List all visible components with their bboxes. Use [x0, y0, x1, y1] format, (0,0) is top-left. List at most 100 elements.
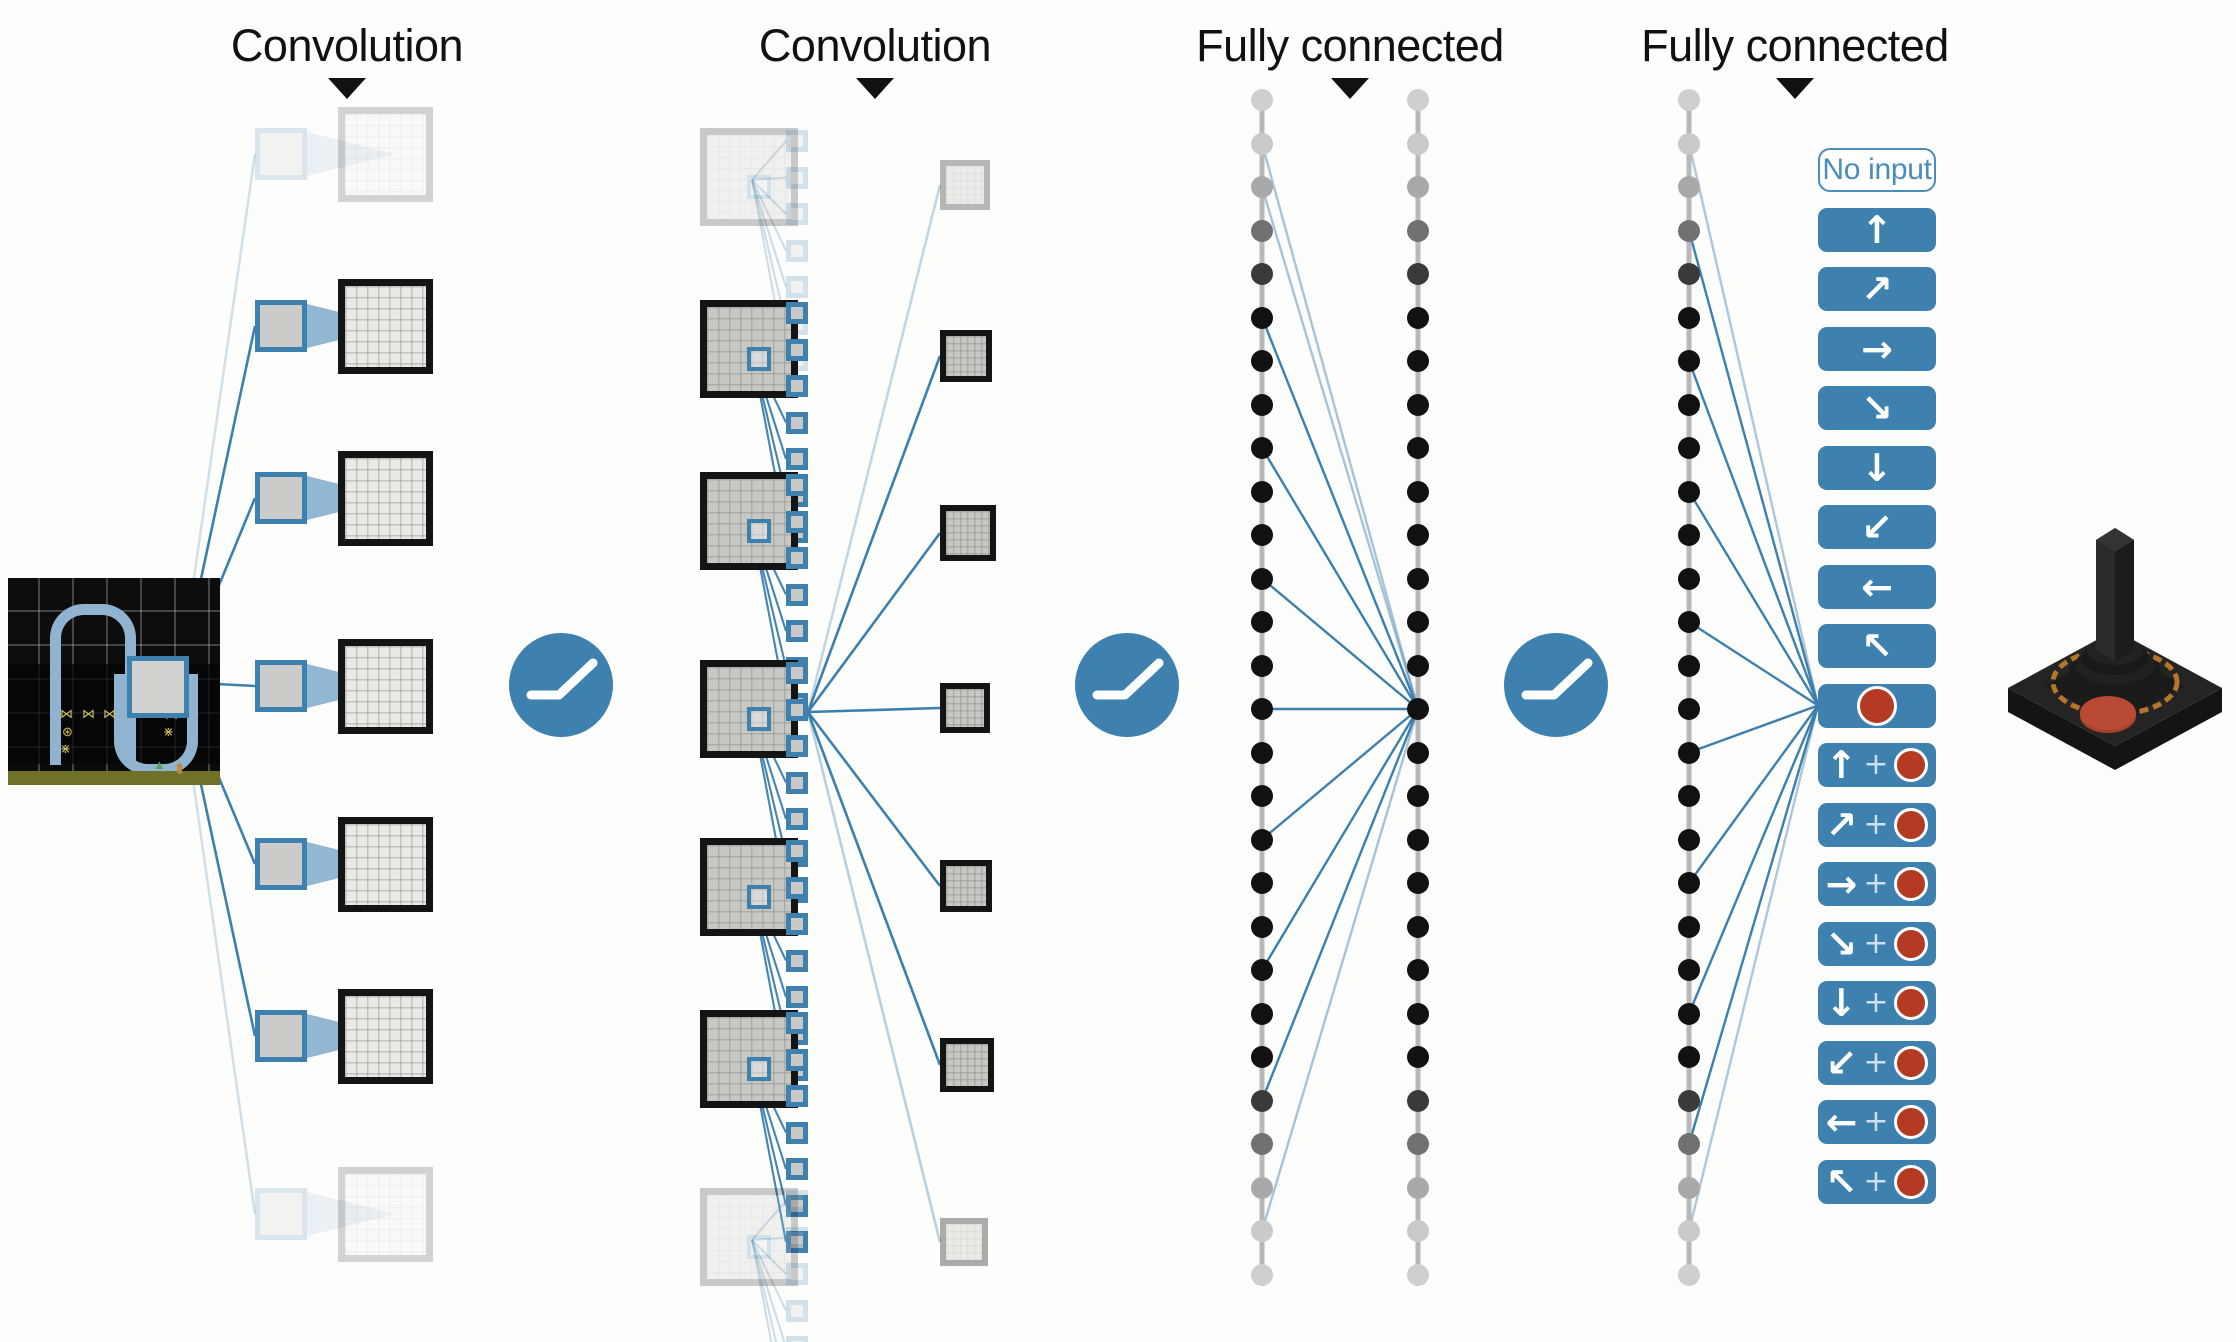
fc-neuron[interactable] — [1251, 959, 1273, 981]
fc-neuron[interactable] — [1678, 1089, 1700, 1112]
fc-neuron[interactable] — [1678, 611, 1700, 633]
fc-neuron[interactable] — [1407, 176, 1429, 198]
fc-neuron[interactable] — [1251, 89, 1273, 111]
action-up-left[interactable]: ↖ — [1818, 624, 1936, 668]
fc-neuron[interactable] — [1407, 567, 1429, 590]
fc-neuron[interactable] — [1407, 1263, 1429, 1286]
fc-neuron[interactable] — [1407, 219, 1429, 242]
fc-neuron[interactable] — [1678, 741, 1700, 764]
fc-neuron[interactable] — [1407, 306, 1429, 329]
action-down-right[interactable]: ↘ — [1818, 386, 1936, 430]
fc-neuron[interactable] — [1407, 1089, 1429, 1112]
fc-neuron[interactable] — [1251, 263, 1273, 285]
fc-neuron[interactable] — [1407, 915, 1429, 938]
fc-neuron[interactable] — [1251, 654, 1273, 677]
fc-neuron[interactable] — [1678, 959, 1700, 981]
fc-neuron[interactable] — [1407, 872, 1429, 894]
action-fire[interactable] — [1818, 683, 1936, 728]
fc-neuron[interactable] — [1678, 176, 1700, 198]
fc-neuron[interactable] — [1678, 828, 1700, 851]
fc-neuron[interactable] — [1251, 785, 1273, 807]
fc-neuron[interactable] — [1407, 89, 1429, 111]
action-right-fire[interactable]: →+ — [1818, 862, 1936, 906]
fc-neuron[interactable] — [1678, 1002, 1700, 1025]
fc-neuron[interactable] — [1251, 1133, 1273, 1155]
fc-neuron[interactable] — [1251, 872, 1273, 894]
fc-neuron[interactable] — [1251, 393, 1273, 416]
action-down-left[interactable]: ↙ — [1818, 505, 1936, 549]
fc-neuron[interactable] — [1678, 89, 1700, 111]
fc-neuron[interactable] — [1678, 1263, 1700, 1286]
fc-neuron[interactable] — [1251, 828, 1273, 851]
fc-neuron[interactable] — [1251, 524, 1273, 546]
fc-neuron[interactable] — [1678, 132, 1700, 155]
fc-neuron[interactable] — [1251, 915, 1273, 938]
fc-neuron[interactable] — [1678, 915, 1700, 938]
fc-neuron[interactable] — [1251, 132, 1273, 155]
action-up[interactable]: ↑ — [1818, 207, 1936, 252]
fc-neuron[interactable] — [1407, 524, 1429, 546]
fc-neuron[interactable] — [1678, 480, 1700, 503]
fc-neuron[interactable] — [1251, 176, 1273, 198]
fc-neuron[interactable] — [1678, 1176, 1700, 1199]
fc-neuron[interactable] — [1407, 959, 1429, 981]
fc-neuron[interactable] — [1407, 1002, 1429, 1025]
action-left-fire[interactable]: ←+ — [1818, 1100, 1936, 1144]
fc-neuron[interactable] — [1678, 654, 1700, 677]
fc-neuron[interactable] — [1678, 567, 1700, 590]
fc-neuron[interactable] — [1678, 872, 1700, 894]
fc-neuron[interactable] — [1407, 350, 1429, 372]
fc-neuron[interactable] — [1251, 480, 1273, 503]
fc-neuron[interactable] — [1678, 524, 1700, 546]
action-up-fire[interactable]: ↑+ — [1818, 743, 1936, 787]
fc-neuron[interactable] — [1407, 828, 1429, 851]
fc-neuron[interactable] — [1407, 1220, 1429, 1242]
action-down[interactable]: ↓ — [1818, 445, 1936, 490]
fc-neuron[interactable] — [1678, 437, 1700, 459]
fc-neuron[interactable] — [1407, 1133, 1429, 1155]
fc-neuron[interactable] — [1407, 1176, 1429, 1199]
action-up-left-fire[interactable]: ↖+ — [1818, 1159, 1936, 1204]
fc-neuron[interactable] — [1251, 611, 1273, 633]
fc-neuron[interactable] — [1251, 1002, 1273, 1025]
fc-neuron[interactable] — [1251, 350, 1273, 372]
action-up-right[interactable]: ↗ — [1818, 267, 1936, 311]
fc-neuron[interactable] — [1251, 1089, 1273, 1112]
action-no-input[interactable]: No input — [1818, 148, 1936, 192]
fc-neuron[interactable] — [1678, 393, 1700, 416]
fc-neuron[interactable] — [1407, 1046, 1429, 1068]
fc-neuron[interactable] — [1678, 350, 1700, 372]
fc-neuron[interactable] — [1407, 654, 1429, 677]
fc-neuron[interactable] — [1407, 785, 1429, 807]
action-right[interactable]: → — [1818, 326, 1936, 371]
fc-neuron[interactable] — [1407, 698, 1429, 720]
action-down-left-fire[interactable]: ↙+ — [1818, 1040, 1936, 1085]
action-up-right-fire[interactable]: ↗+ — [1818, 802, 1936, 847]
fc-neuron[interactable] — [1251, 437, 1273, 459]
fc-neuron[interactable] — [1678, 1046, 1700, 1068]
fc-neuron[interactable] — [1251, 1046, 1273, 1068]
fc-neuron[interactable] — [1678, 1220, 1700, 1242]
fc-neuron[interactable] — [1251, 219, 1273, 242]
fc-neuron[interactable] — [1251, 1263, 1273, 1286]
fc-neuron[interactable] — [1407, 263, 1429, 285]
action-down-fire[interactable]: ↓+ — [1818, 981, 1936, 1025]
action-left[interactable]: ← — [1818, 564, 1936, 609]
fc-neuron[interactable] — [1251, 698, 1273, 720]
fc-neuron[interactable] — [1407, 437, 1429, 459]
fc-neuron[interactable] — [1407, 611, 1429, 633]
fc-neuron[interactable] — [1678, 785, 1700, 807]
fc-neuron[interactable] — [1407, 132, 1429, 155]
fc-neuron[interactable] — [1251, 567, 1273, 590]
fc-neuron[interactable] — [1678, 698, 1700, 720]
fc-neuron[interactable] — [1678, 1133, 1700, 1155]
fc-neuron[interactable] — [1251, 1176, 1273, 1199]
fc-neuron[interactable] — [1251, 1220, 1273, 1242]
fc-neuron[interactable] — [1251, 741, 1273, 764]
fc-neuron[interactable] — [1678, 306, 1700, 329]
fc-neuron[interactable] — [1678, 263, 1700, 285]
fc-neuron[interactable] — [1407, 393, 1429, 416]
action-down-right-fire[interactable]: ↘+ — [1818, 921, 1936, 966]
fc-neuron[interactable] — [1678, 219, 1700, 242]
fc-neuron[interactable] — [1407, 480, 1429, 503]
